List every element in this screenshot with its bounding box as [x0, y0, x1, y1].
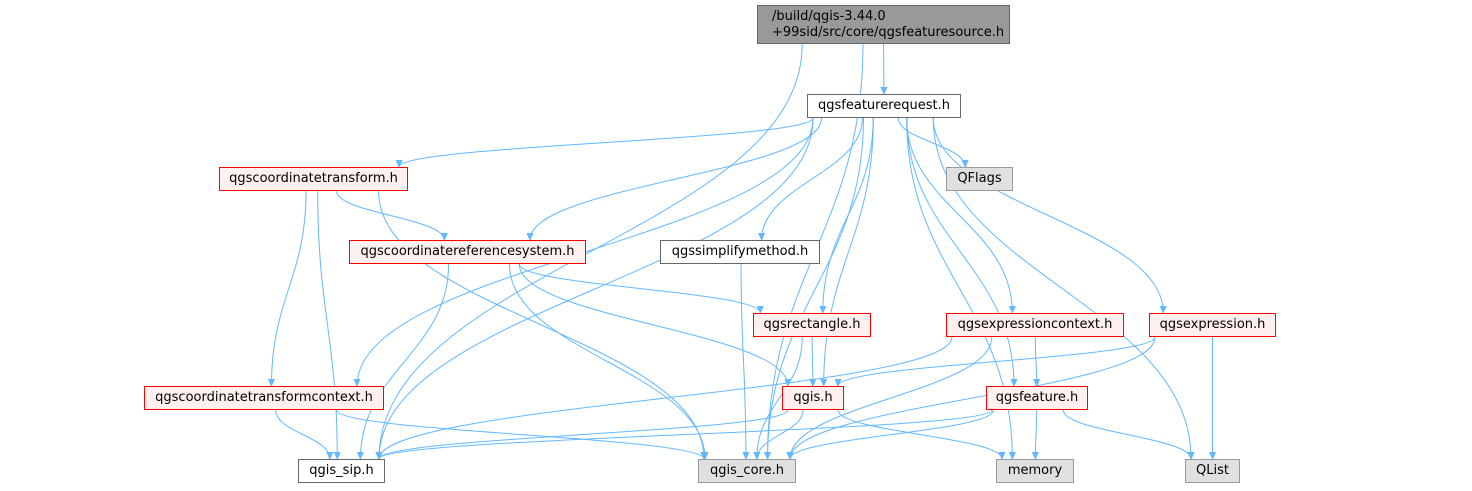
root-node-label-line2: +99sid/src/core/qgsfeaturesource.h	[772, 24, 1005, 40]
edge-qgsexpression-to-qgis	[838, 336, 1156, 386]
node-qgssimplifymethod[interactable]: qgssimplifymethod.h	[660, 240, 820, 264]
edge-qgssimplifymethod-to-qgis_core	[740, 263, 746, 459]
edge-qgscoordinatereferencesystem-to-qgis	[518, 263, 788, 386]
edge-qgis-to-memory	[837, 409, 1002, 459]
edge-qgscoordinatereferencesystem-to-qgsrectangle	[518, 263, 760, 313]
edge-qgscoordinatetransform-to-qgis_sip	[317, 190, 338, 459]
edge-qgsrectangle-to-qgis	[812, 336, 813, 386]
edge-qgsfeature-to-qlist	[1062, 409, 1191, 459]
edge-qgsrectangle-to-qgis_core	[757, 336, 803, 459]
edge-qgsfeaturerequest-to-qgis	[824, 117, 874, 386]
edge-qgscoordinatetransform-to-qgis_core	[378, 190, 704, 459]
edge-qgscoordinatetransform-to-qgscoordinatetransformcontext	[271, 190, 307, 386]
node-qgsexpression[interactable]: qgsexpression.h	[1149, 313, 1276, 337]
edge-qgsfeaturerequest-to-qgscoordinatetransform	[399, 117, 814, 167]
edge-qgis-to-qgis_core	[757, 409, 804, 459]
node-qgscoordinatereferencesystem[interactable]: qgscoordinatereferencesystem.h	[349, 240, 586, 264]
edge-root-to-qgis_sip	[379, 43, 803, 459]
edge-qgsfeaturerequest-to-qgis_sip	[379, 117, 814, 459]
edge-qgsfeaturerequest-to-qgsexpression	[932, 117, 1163, 313]
edge-qgsfeaturerequest-to-qgsfeature	[906, 117, 1014, 386]
node-qlist[interactable]: QList	[1185, 459, 1240, 483]
edge-qgsexpressioncontext-to-qgsfeature	[1035, 336, 1036, 386]
edge-qgsfeaturerequest-to-qgssimplifymethod	[762, 117, 863, 240]
edge-qgscoordinatetransformcontext-to-qgis_core	[335, 409, 704, 459]
node-qgsfeature[interactable]: qgsfeature.h	[986, 386, 1088, 410]
node-qgis[interactable]: qgis.h	[782, 386, 844, 410]
edge-qgsfeature-to-qgis_core	[790, 409, 994, 459]
edge-qgis-to-qgis_sip	[379, 409, 789, 459]
edge-qgsfeature-to-memory	[1035, 409, 1036, 459]
edge-qgsfeaturerequest-to-qgscoordinatereferencesystem	[530, 117, 823, 240]
node-qgsfeaturerequest[interactable]: qgsfeaturerequest.h	[807, 94, 961, 118]
edge-qgscoordinatereferencesystem-to-qgis_core	[508, 263, 705, 459]
node-qgis-core[interactable]: qgis_core.h	[698, 459, 796, 483]
edge-qgscoordinatereferencesystem-to-qgis_sip	[360, 263, 450, 459]
node-qflags[interactable]: QFlags	[946, 167, 1013, 191]
edge-qgsfeaturerequest-to-qgis_core	[768, 117, 864, 459]
node-qgsrectangle[interactable]: qgsrectangle.h	[753, 313, 871, 337]
edge-qgscoordinatetransformcontext-to-qgis_sip	[275, 409, 330, 459]
edge-qgsfeaturerequest-to-qflags	[897, 117, 965, 167]
edge-qgsfeaturerequest-to-qgsexpressioncontext	[906, 117, 1013, 313]
root-node-label-line1: /build/qgis-3.44.0	[772, 8, 886, 24]
node-qgsexpressioncontext[interactable]: qgsexpressioncontext.h	[946, 313, 1124, 337]
node-qgscoordinatetransform[interactable]: qgscoordinatetransform.h	[219, 167, 408, 191]
edge-qgsexpressioncontext-to-qgis_sip	[379, 336, 953, 459]
node-qgscoordinatetransformcontext[interactable]: qgscoordinatetransformcontext.h	[144, 386, 384, 410]
node-memory[interactable]: memory	[996, 459, 1074, 483]
node-qgis-sip[interactable]: qgis_sip.h	[298, 459, 385, 483]
root-node-qgsfeaturesource: /build/qgis-3.44.0 +99sid/src/core/qgsfe…	[757, 5, 1010, 44]
edge-qgsexpressioncontext-to-qgis_core	[790, 336, 993, 459]
edge-qgsfeature-to-qgis_sip	[379, 409, 993, 459]
edge-qgscoordinatetransform-to-qgscoordinatereferencesystem	[336, 190, 445, 240]
edge-qgsexpression-to-qgis_core	[790, 336, 1156, 459]
